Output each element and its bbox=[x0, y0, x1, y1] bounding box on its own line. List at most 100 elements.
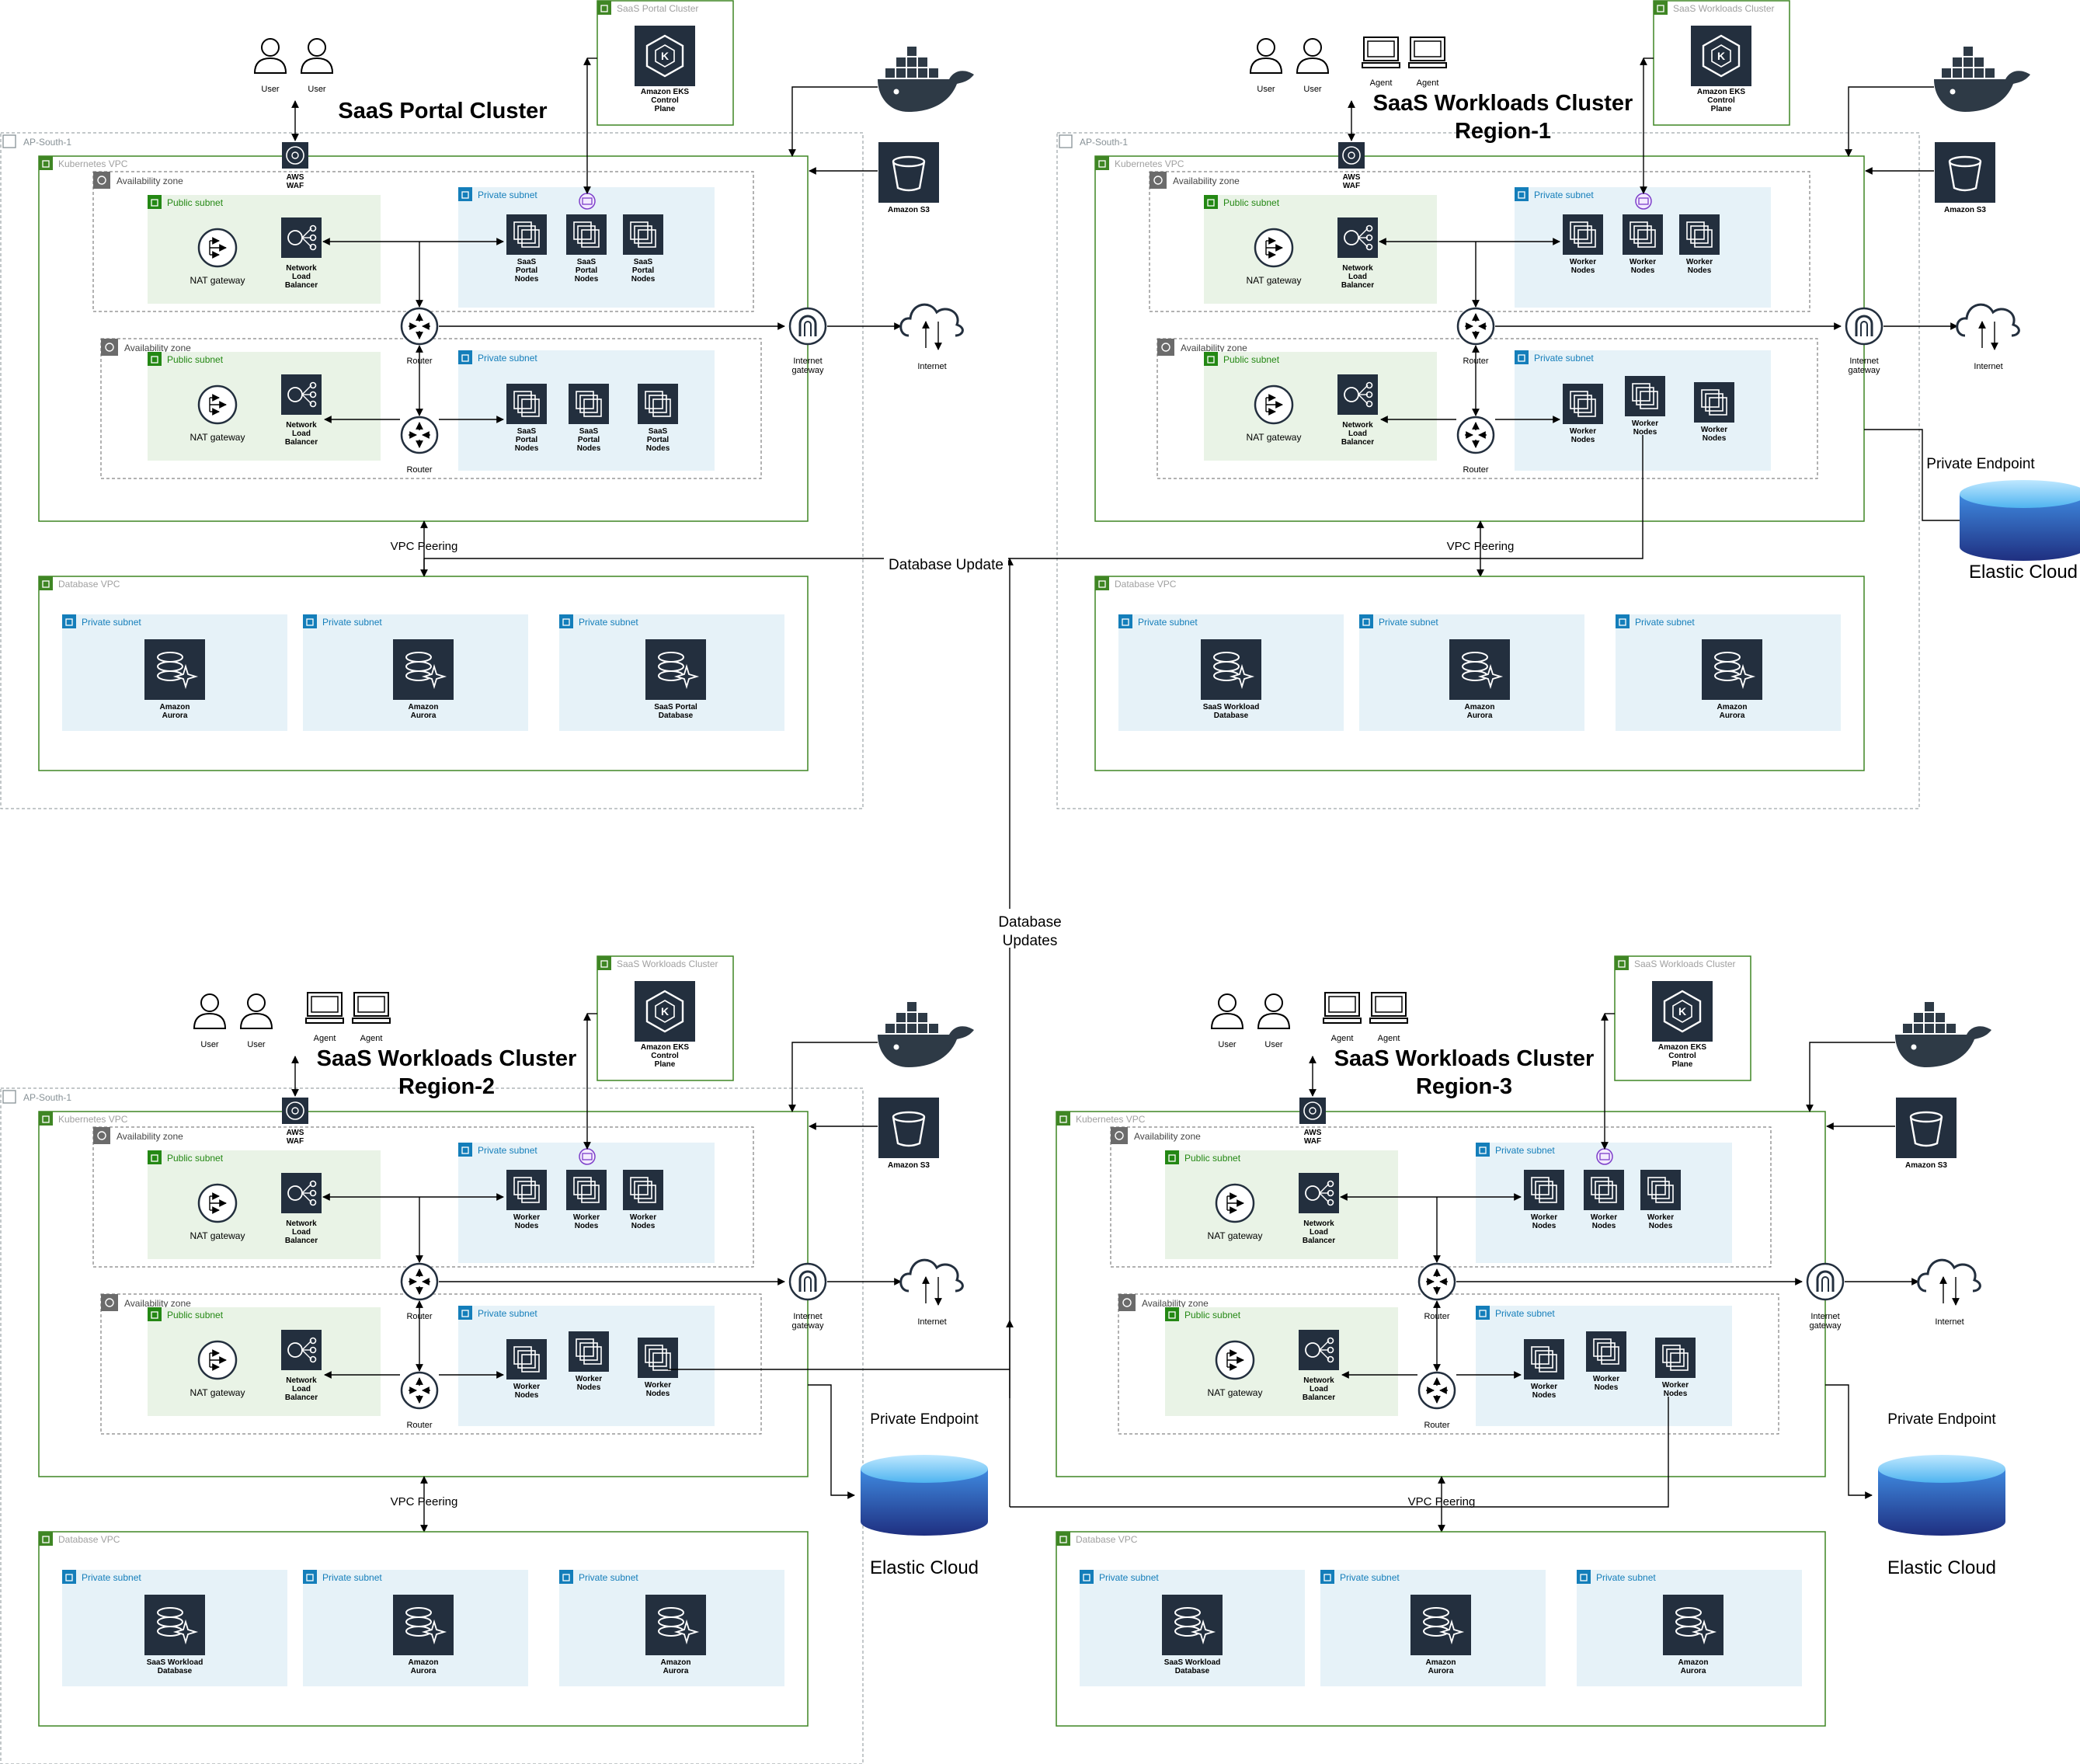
worker-node-icon-bg bbox=[566, 214, 607, 255]
docker-container bbox=[896, 57, 906, 67]
docker-container bbox=[1925, 1002, 1934, 1011]
nlb-branch bbox=[301, 1183, 312, 1194]
aurora-sparkle bbox=[673, 1619, 700, 1645]
node-square bbox=[1666, 1348, 1685, 1367]
user-head bbox=[308, 38, 326, 57]
worker-node-icon-bg bbox=[506, 214, 547, 255]
user-icon bbox=[1257, 993, 1291, 1029]
nat-gateway-icon bbox=[1254, 228, 1294, 268]
worker-node-icon-bg bbox=[506, 1170, 547, 1210]
agent-computer-icon bbox=[1362, 37, 1400, 68]
eks-cluster-icon bbox=[597, 1, 611, 15]
docker-container bbox=[1936, 1024, 1945, 1033]
network-load-balancer-icon bbox=[1337, 374, 1378, 415]
internet-label: Internet bbox=[1935, 1317, 1963, 1327]
database-vpc bbox=[38, 576, 809, 771]
aurora-database-icon bbox=[1702, 639, 1762, 700]
public-subnet-bg bbox=[148, 1307, 381, 1416]
nat-gateway-icon bbox=[1254, 384, 1294, 425]
user-body bbox=[1296, 57, 1330, 74]
database-vpc bbox=[1094, 576, 1865, 771]
public-subnet-icon-glyph bbox=[151, 356, 158, 364]
docker-container bbox=[907, 68, 917, 78]
nlb-branch bbox=[1358, 237, 1369, 248]
private-subnet-icon-glyph bbox=[1619, 618, 1626, 626]
router-icon bbox=[1456, 307, 1495, 346]
node-square bbox=[638, 229, 656, 248]
region-label: AP-South-1 bbox=[1059, 134, 1128, 148]
igw-ring bbox=[1806, 1262, 1845, 1301]
public-subnet-label: Public subnet bbox=[1204, 195, 1280, 209]
az-label: Availability zone bbox=[101, 339, 191, 356]
nlb-dot bbox=[309, 1189, 317, 1197]
database-vpc-label: Database VPC bbox=[39, 1532, 120, 1546]
nlb-dot bbox=[1365, 381, 1373, 389]
aurora-disk bbox=[1213, 652, 1240, 663]
public-subnet-bg bbox=[1204, 195, 1437, 304]
eks-cluster-icon bbox=[597, 956, 611, 970]
private-subnet-icon-glyph bbox=[1323, 1574, 1331, 1581]
nlb-branch bbox=[1319, 1192, 1330, 1203]
private-endpoint-label: Private Endpoint bbox=[1926, 456, 2035, 472]
nat-gateway-label: NAT gateway bbox=[190, 1230, 245, 1241]
aurora-database-icon bbox=[645, 1595, 706, 1655]
router-icon bbox=[1417, 1371, 1456, 1410]
eks-cluster-label: SaaS Workloads Cluster bbox=[1615, 956, 1736, 970]
eks-hex bbox=[1663, 990, 1702, 1033]
aurora-disk bbox=[1174, 1616, 1201, 1627]
cloud-outline bbox=[1917, 1258, 1981, 1293]
public-subnet-icon bbox=[1165, 1150, 1179, 1164]
private-subnet-icon-glyph bbox=[65, 618, 73, 626]
worker-node-icon-bg bbox=[1623, 214, 1663, 255]
public-subnet-label: Public subnet bbox=[148, 1150, 224, 1164]
igw-ring bbox=[788, 1262, 827, 1301]
router-icon bbox=[400, 1262, 439, 1301]
az-icon bbox=[101, 1294, 118, 1311]
aurora-disk bbox=[1675, 1616, 1702, 1627]
s3-bucket-icon-bg bbox=[878, 142, 939, 203]
az-label-text: Availability zone bbox=[1134, 1131, 1201, 1142]
pod-square bbox=[582, 1153, 593, 1160]
aurora-disk bbox=[1423, 1616, 1449, 1627]
docker-container bbox=[907, 47, 917, 56]
node-square bbox=[1655, 1185, 1674, 1203]
network-load-balancer-icon bbox=[1299, 1173, 1339, 1213]
public-subnet-icon bbox=[1165, 1307, 1179, 1321]
region-label: AP-South-1 bbox=[2, 1090, 71, 1104]
private-subnet-label: Private subnet bbox=[1515, 350, 1594, 364]
vpc-cloud-icon bbox=[1095, 156, 1109, 170]
node-square bbox=[573, 221, 592, 240]
eks-cluster-label-text: SaaS Portal Cluster bbox=[617, 3, 698, 14]
eks-hex bbox=[1702, 34, 1741, 78]
user-label: User bbox=[200, 1040, 219, 1049]
kubernetes-vpc-label: Kubernetes VPC bbox=[39, 1112, 128, 1126]
vpc-to-private-endpoint bbox=[1825, 1384, 1873, 1499]
user-label: User bbox=[247, 1040, 266, 1049]
aurora-disk bbox=[658, 652, 684, 663]
igw-arch-inner bbox=[804, 321, 812, 336]
elastic-cylinder bbox=[1878, 1469, 2005, 1536]
public-subnet-label: Public subnet bbox=[148, 195, 224, 209]
private-subnet-icon-glyph bbox=[562, 618, 570, 626]
aurora-sparkle bbox=[421, 1619, 447, 1645]
agent-label: Agent bbox=[1331, 1034, 1354, 1043]
node-square bbox=[645, 391, 663, 409]
docker-container bbox=[1963, 68, 1973, 78]
user-icon bbox=[239, 993, 273, 1029]
worker-node-icon bbox=[1655, 1338, 1696, 1378]
worker-node-icon-bg bbox=[623, 1170, 663, 1210]
node-square bbox=[513, 1177, 532, 1195]
internet-cloud-icon bbox=[899, 303, 964, 350]
node-square bbox=[649, 395, 667, 413]
public-subnet-icon-glyph bbox=[151, 1311, 158, 1319]
network-load-balancer-icon bbox=[281, 374, 322, 415]
agent-computer-icon bbox=[1369, 992, 1408, 1024]
az-icon-glyph bbox=[97, 176, 106, 185]
eks-cluster-icon-glyph bbox=[600, 960, 608, 968]
private-subnet-icon bbox=[1320, 1570, 1334, 1584]
